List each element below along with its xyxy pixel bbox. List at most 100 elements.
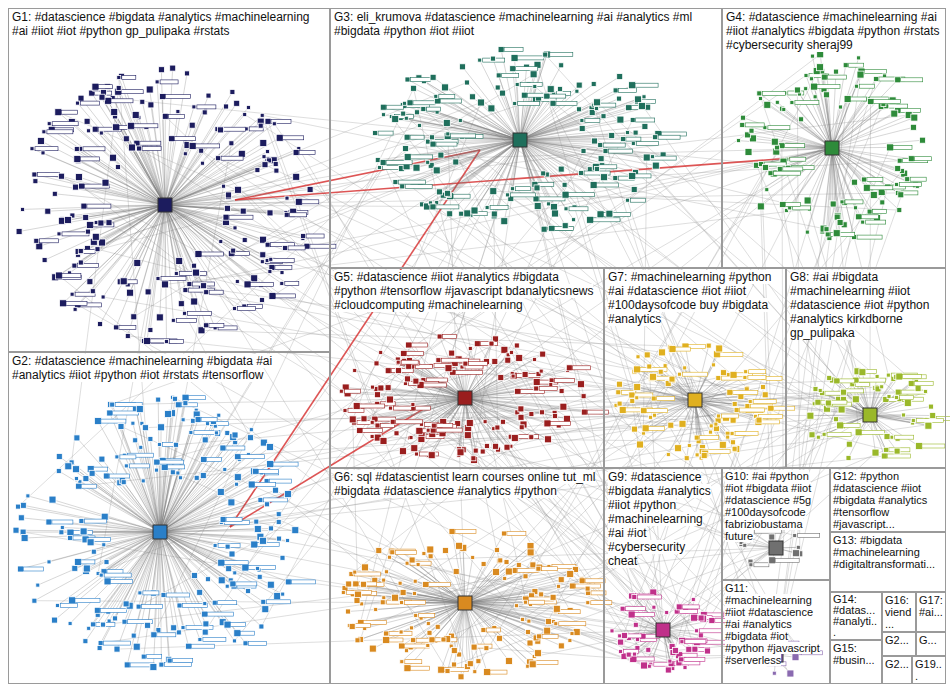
vertex-icon [231, 248, 236, 253]
vertex-icon [178, 301, 184, 307]
vertex-icon [265, 242, 270, 247]
vertex-icon [273, 161, 278, 166]
spoke-line [410, 103, 520, 140]
spoke-line [520, 84, 594, 140]
vertex-tag [635, 83, 658, 87]
vertex-tag [569, 193, 595, 197]
spoke-line [408, 140, 520, 157]
vertex-icon [230, 89, 235, 94]
vertex-icon [225, 584, 229, 588]
vertex-icon [148, 102, 154, 108]
vertex-icon [380, 104, 386, 110]
vertex-icon [587, 216, 594, 223]
vertex-icon [95, 247, 100, 252]
vertex-icon [111, 109, 118, 116]
spoke-line [752, 131, 833, 148]
vertex-icon [897, 158, 902, 163]
vertex-tag [109, 474, 129, 478]
vertex-icon [375, 158, 380, 163]
spoke-line [520, 140, 601, 159]
vertex-icon [249, 428, 253, 432]
vertex-tag [122, 76, 136, 80]
spoke-line [437, 140, 520, 170]
vertex-icon [204, 290, 209, 295]
vertex-icon [74, 155, 81, 162]
vertex-icon [79, 183, 85, 189]
vertex-icon [26, 494, 30, 498]
vertex-tag [827, 75, 846, 79]
spoke-line [137, 532, 160, 647]
edge-line [261, 140, 520, 627]
vertex-icon [804, 87, 808, 91]
vertex-icon [60, 300, 67, 307]
spoke-line [165, 205, 271, 259]
vertex-icon [598, 143, 603, 148]
vertex-icon [576, 82, 582, 88]
spoke-line [417, 112, 520, 140]
spoke-line [141, 447, 160, 532]
spoke-line [119, 88, 165, 205]
vertex-icon [741, 115, 746, 120]
spoke-line [160, 430, 251, 532]
vertex-icon [277, 536, 282, 541]
vertex-icon [173, 442, 178, 447]
vertex-icon [280, 281, 284, 285]
vertex-tag [511, 193, 536, 197]
vertex-tag [900, 182, 922, 186]
spoke-line [117, 532, 160, 649]
edge-line [419, 78, 833, 380]
vertex-icon [195, 251, 202, 258]
vertex-icon [857, 56, 861, 60]
vertex-tag [101, 419, 126, 423]
spoke-line [136, 115, 165, 205]
vertex-icon [562, 182, 567, 187]
vertex-icon [213, 544, 217, 548]
spoke-line [832, 72, 836, 148]
spoke-line [160, 461, 163, 532]
vertex-icon [246, 106, 250, 110]
vertex-icon [122, 619, 127, 624]
spoke-line [59, 471, 160, 532]
spoke-line [146, 127, 165, 205]
vertex-icon [895, 166, 901, 172]
spoke-line [81, 98, 165, 205]
spoke-line [165, 92, 232, 205]
vertex-icon [809, 77, 813, 81]
spoke-line [402, 140, 520, 186]
spoke-line [160, 414, 168, 532]
spoke-line [165, 205, 243, 211]
vertex-icon [501, 218, 508, 225]
vertex-icon [280, 555, 285, 560]
spoke-line [165, 103, 237, 205]
spoke-line [448, 134, 520, 140]
vertex-icon [442, 84, 449, 91]
vertex-icon [189, 122, 195, 128]
spoke-line [53, 500, 161, 532]
vertex-tag [134, 124, 158, 128]
vertex-icon [764, 101, 771, 108]
vertex-icon [200, 473, 206, 479]
vertex-tag [157, 633, 176, 637]
vertex-icon [117, 76, 121, 80]
vertex-tag [851, 97, 867, 101]
vertex-icon [127, 289, 134, 296]
vertex-icon [259, 537, 266, 544]
spoke-line [157, 462, 160, 532]
vertex-tag [82, 484, 97, 488]
vertex-icon [159, 662, 164, 667]
vertex-icon [99, 573, 103, 577]
spoke-line [160, 437, 233, 532]
vertex-icon [824, 227, 829, 232]
spoke-line [160, 415, 197, 533]
spoke-line [761, 148, 832, 206]
edge-line [465, 398, 716, 424]
vertex-icon [192, 573, 198, 579]
vertex-icon [763, 165, 769, 171]
vertex-icon [459, 211, 464, 216]
vertex-tag [504, 48, 523, 52]
vertex-icon [403, 146, 409, 152]
spoke-line [41, 141, 165, 205]
vertex-icon [433, 167, 440, 174]
vertex-icon [104, 578, 111, 585]
vertex-icon [251, 541, 258, 548]
